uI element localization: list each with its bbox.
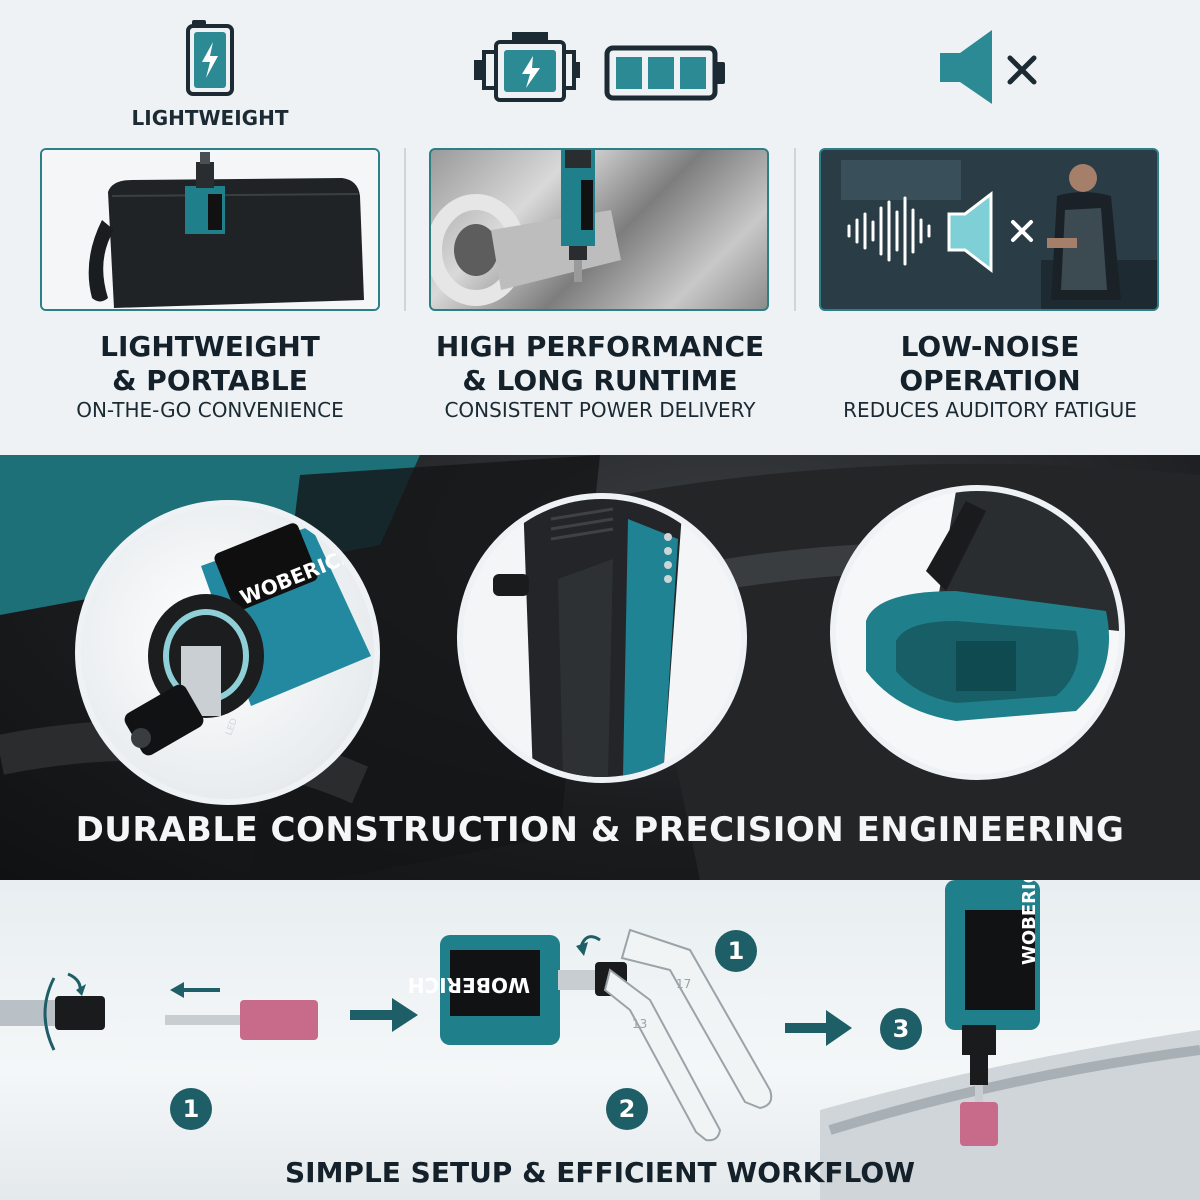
battery-bolt-icon xyxy=(186,20,234,96)
feature-divider xyxy=(794,148,796,311)
feature-subtitle: REDUCES AUDITORY FATIGUE xyxy=(843,398,1137,422)
led-label: LED xyxy=(224,717,239,737)
step-number-2: 2 xyxy=(606,1088,648,1130)
feature-title: LIGHTWEIGHT & PORTABLE xyxy=(100,330,320,397)
wrench-mark-17: 17 xyxy=(676,977,691,991)
speaker-mute-icon xyxy=(940,30,1037,104)
motor-bolt-icon xyxy=(474,32,725,102)
battery-mount-detail xyxy=(830,485,1125,780)
wrench-mark-13: 13 xyxy=(632,1017,647,1031)
collet-led-detail: WOBERICH LED xyxy=(75,500,380,805)
lightweight-icon-label: LIGHTWEIGHT xyxy=(131,106,289,130)
portable-bag-image xyxy=(40,148,380,311)
durable-title: DURABLE CONSTRUCTION & PRECISION ENGINEE… xyxy=(75,810,1125,850)
workshop-quiet-image xyxy=(819,148,1159,311)
full-battery-icon xyxy=(604,45,725,101)
brand-label-flipped: WOBERICH xyxy=(408,973,530,997)
performance-feature-icons xyxy=(468,18,733,128)
step-number-3: 3 xyxy=(880,1008,922,1050)
feature-title: HIGH PERFORMANCE & LONG RUNTIME xyxy=(435,330,765,397)
handle-grip-detail xyxy=(457,493,747,783)
feature-divider xyxy=(404,148,406,311)
lightweight-feature-icon: LIGHTWEIGHT xyxy=(132,18,288,130)
step-number-1: 1 xyxy=(170,1088,212,1130)
brand-label-vertical: WOBERICH xyxy=(1019,880,1040,965)
workflow-title: SIMPLE SETUP & EFFICIENT WORKFLOW xyxy=(284,1156,916,1189)
grinding-metal-image xyxy=(429,148,769,311)
durable-construction-panel: WOBERICH LED xyxy=(0,455,1200,880)
low-noise-feature-icon xyxy=(930,18,1060,128)
features-panel: LIGHTWEIGHT xyxy=(0,0,1200,445)
feature-title: LOW-NOISE OPERATION xyxy=(899,330,1081,397)
step-number-1-wrench: 1 xyxy=(715,930,757,972)
workflow-illustration: WOBERICH 17 13 WOBERICH xyxy=(0,880,1200,1200)
feature-subtitle: ON-THE-GO CONVENIENCE xyxy=(76,398,344,422)
setup-workflow-panel: WOBERICH 17 13 WOBERICH 1 1 2 3 SIMPLE S… xyxy=(0,880,1200,1200)
feature-subtitle: CONSISTENT POWER DELIVERY xyxy=(444,398,756,422)
